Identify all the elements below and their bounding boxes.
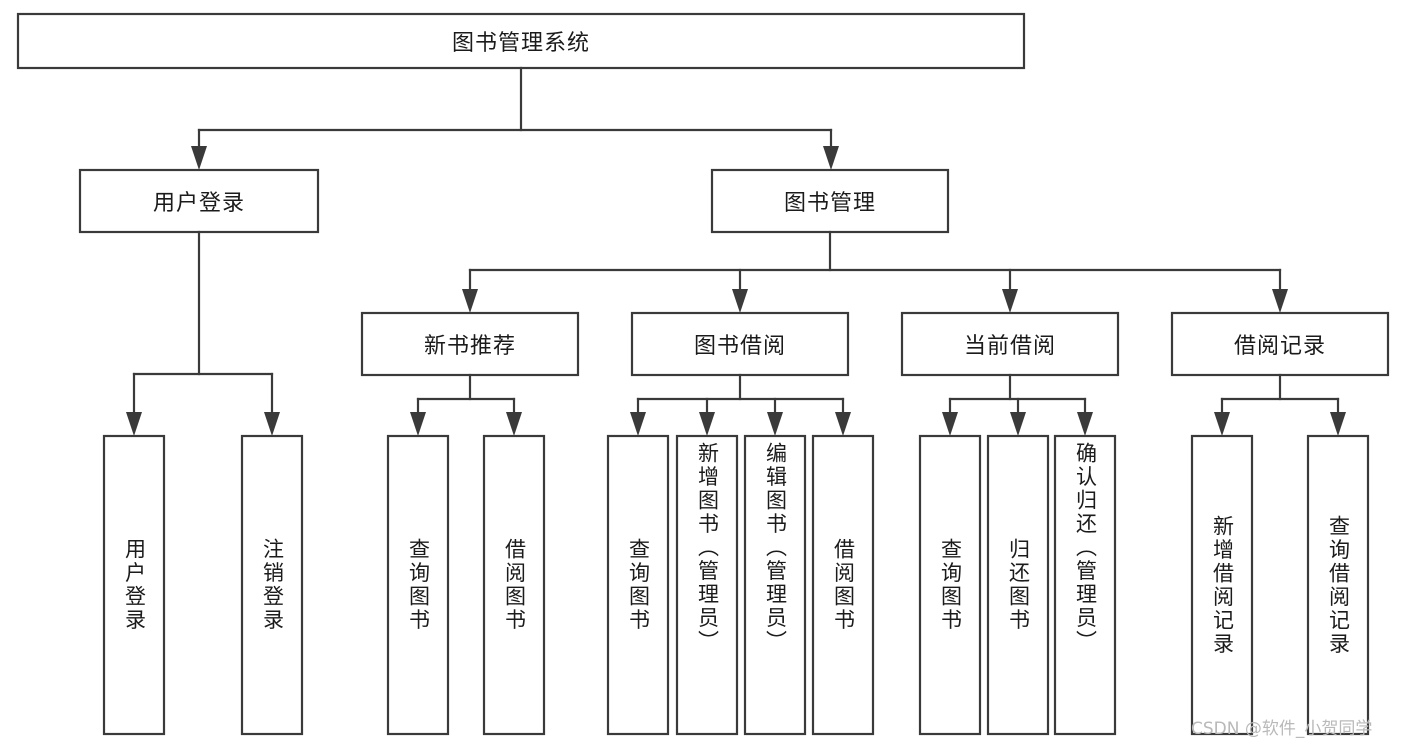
node-box-leaf-query-book-current[interactable] <box>918 434 982 736</box>
connector-book-borrow-to-leaves <box>630 373 851 436</box>
connector-new-book-recommend-to-leaves <box>410 373 522 436</box>
node-box-borrow-records[interactable] <box>1170 311 1390 377</box>
node-box-leaf-add-book-admin[interactable] <box>675 434 739 736</box>
node-box-leaf-return-book[interactable] <box>986 434 1050 736</box>
node-box-user-login[interactable] <box>78 168 320 234</box>
node-box-book-management[interactable] <box>710 168 950 234</box>
node-box-leaf-borrow-book-recommend[interactable] <box>482 434 546 736</box>
node-box-leaf-edit-book-admin[interactable] <box>743 434 807 736</box>
node-box-leaf-query-borrow-record[interactable] <box>1306 434 1370 736</box>
connector-book-management-to-level3 <box>462 230 1288 313</box>
connector-borrow-records-to-leaves <box>1214 373 1346 436</box>
node-box-leaf-add-borrow-record[interactable] <box>1190 434 1254 736</box>
node-box-current-borrow[interactable] <box>900 311 1120 377</box>
node-box-leaf-borrow-book[interactable] <box>811 434 875 736</box>
node-box-leaf-user-login[interactable] <box>102 434 166 736</box>
node-box-leaf-query-book-recommend[interactable] <box>386 434 450 736</box>
node-box-new-book-recommend[interactable] <box>360 311 580 377</box>
connector-current-borrow-to-leaves <box>942 373 1093 436</box>
node-box-leaf-query-book-borrow[interactable] <box>606 434 670 736</box>
node-box-leaf-confirm-return-admin[interactable] <box>1053 434 1117 736</box>
connector-root-to-level2 <box>191 66 839 170</box>
node-box-leaf-logout[interactable] <box>240 434 304 736</box>
connector-user-login-to-leaves <box>126 230 280 436</box>
node-box-root[interactable] <box>16 12 1026 70</box>
node-box-book-borrow[interactable] <box>630 311 850 377</box>
